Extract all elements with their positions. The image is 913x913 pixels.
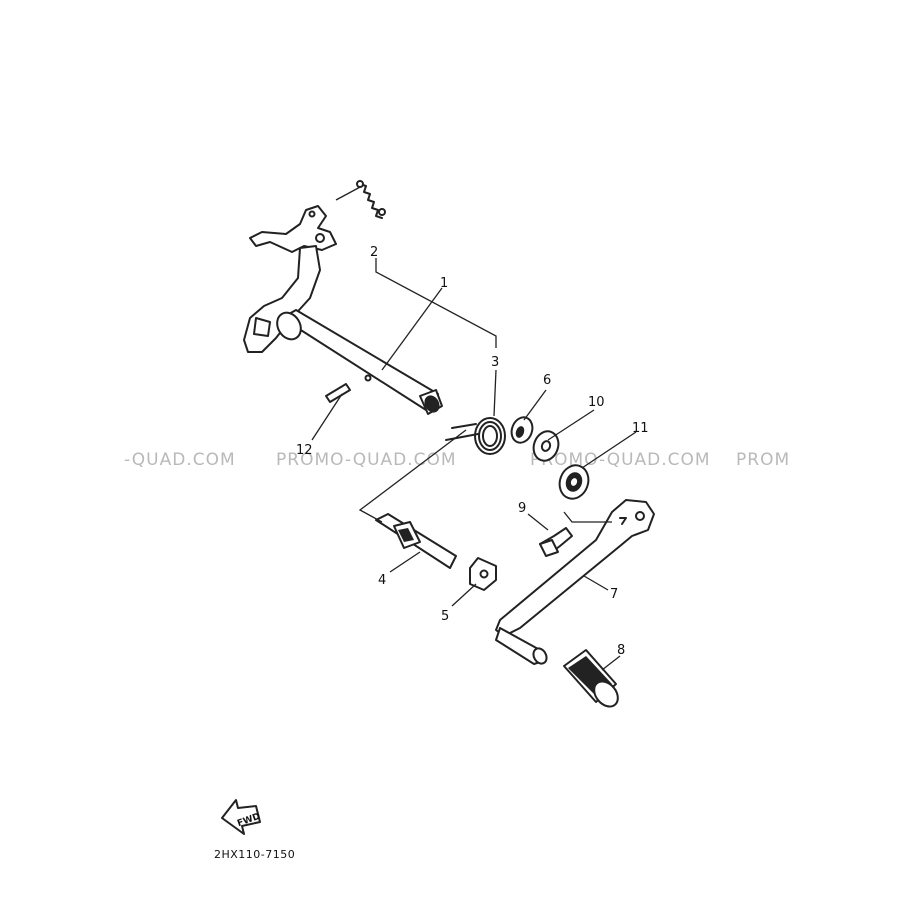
callout-6: 6 [543, 373, 551, 388]
part-4-stopper-bolt [375, 513, 457, 569]
callout-5: 5 [441, 609, 449, 624]
part-12-pin [325, 383, 351, 403]
watermark-row: -QUAD.COM PROMO-QUAD.COM PROMO-QUAD.COM … [124, 450, 790, 470]
callout-8: 8 [617, 643, 625, 658]
callout-12: 12 [296, 443, 313, 458]
part-1-shift-shaft [243, 205, 443, 415]
callout-1: 1 [440, 276, 448, 291]
watermark-text-4: PROM [736, 450, 790, 470]
callout-11: 11 [632, 421, 649, 436]
part-7-shift-pedal [495, 499, 655, 665]
diagram-code: 2HX110-7150 [214, 848, 295, 861]
part-5-lock-plate [469, 557, 497, 591]
callout-3: 3 [491, 355, 499, 370]
watermark-text-2: PROMO-QUAD.COM [276, 450, 457, 470]
part-9-bolt [539, 527, 573, 557]
leader-lines [311, 258, 637, 671]
callout-9: 9 [518, 501, 526, 516]
part-3-torsion-spring [445, 417, 506, 455]
fwd-arrow: FWD [221, 799, 262, 835]
part-6-collar [510, 416, 534, 444]
part-2-spring [335, 180, 386, 219]
part-10-washer [532, 430, 560, 462]
part-11-oil-seal [558, 464, 590, 500]
callout-7: 7 [610, 587, 618, 602]
callout-4: 4 [378, 573, 386, 588]
watermark-text-1: -QUAD.COM [124, 450, 236, 470]
callout-numbers: 1 2 3 4 5 6 7 8 9 10 11 12 [296, 245, 649, 658]
part-8-pedal-rubber [563, 649, 619, 708]
callout-2: 2 [370, 245, 378, 260]
callout-10: 10 [588, 395, 605, 410]
